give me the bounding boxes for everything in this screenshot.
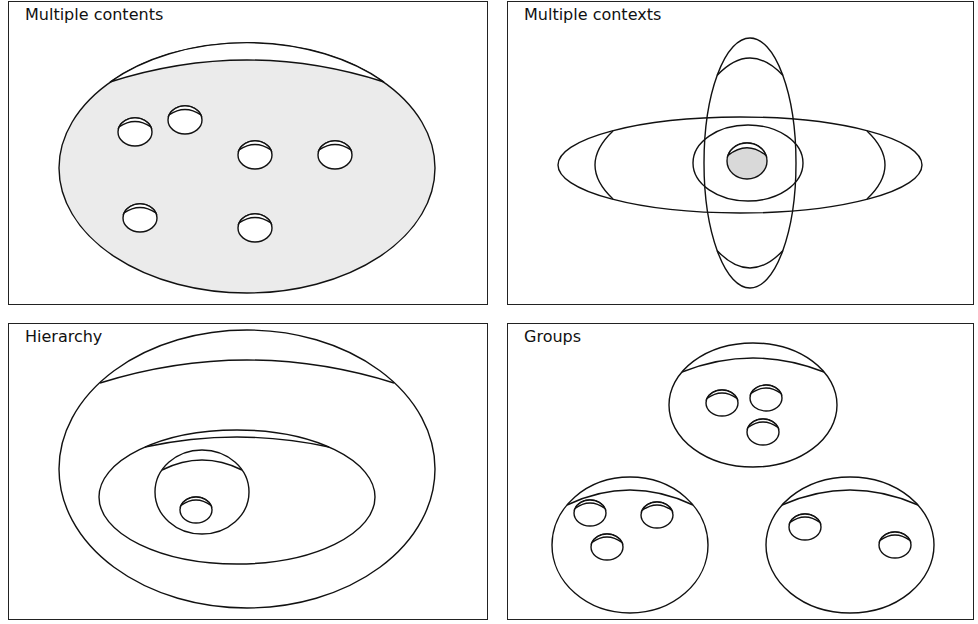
panel-box: Multiple contents bbox=[8, 1, 488, 305]
panel-box: Multiple contexts bbox=[507, 1, 974, 305]
panel-box: Hierarchy bbox=[8, 323, 488, 620]
contexts-figure bbox=[558, 38, 922, 288]
panel-title: Multiple contents bbox=[9, 2, 163, 24]
panel-box: Groups bbox=[507, 323, 974, 620]
hierarchy-figure bbox=[59, 330, 435, 608]
panel-title: Groups bbox=[508, 324, 581, 346]
groups-figure bbox=[552, 343, 934, 613]
panel-title: Multiple contexts bbox=[508, 2, 661, 24]
contents-figure bbox=[59, 43, 435, 293]
panel-title: Hierarchy bbox=[9, 324, 102, 346]
